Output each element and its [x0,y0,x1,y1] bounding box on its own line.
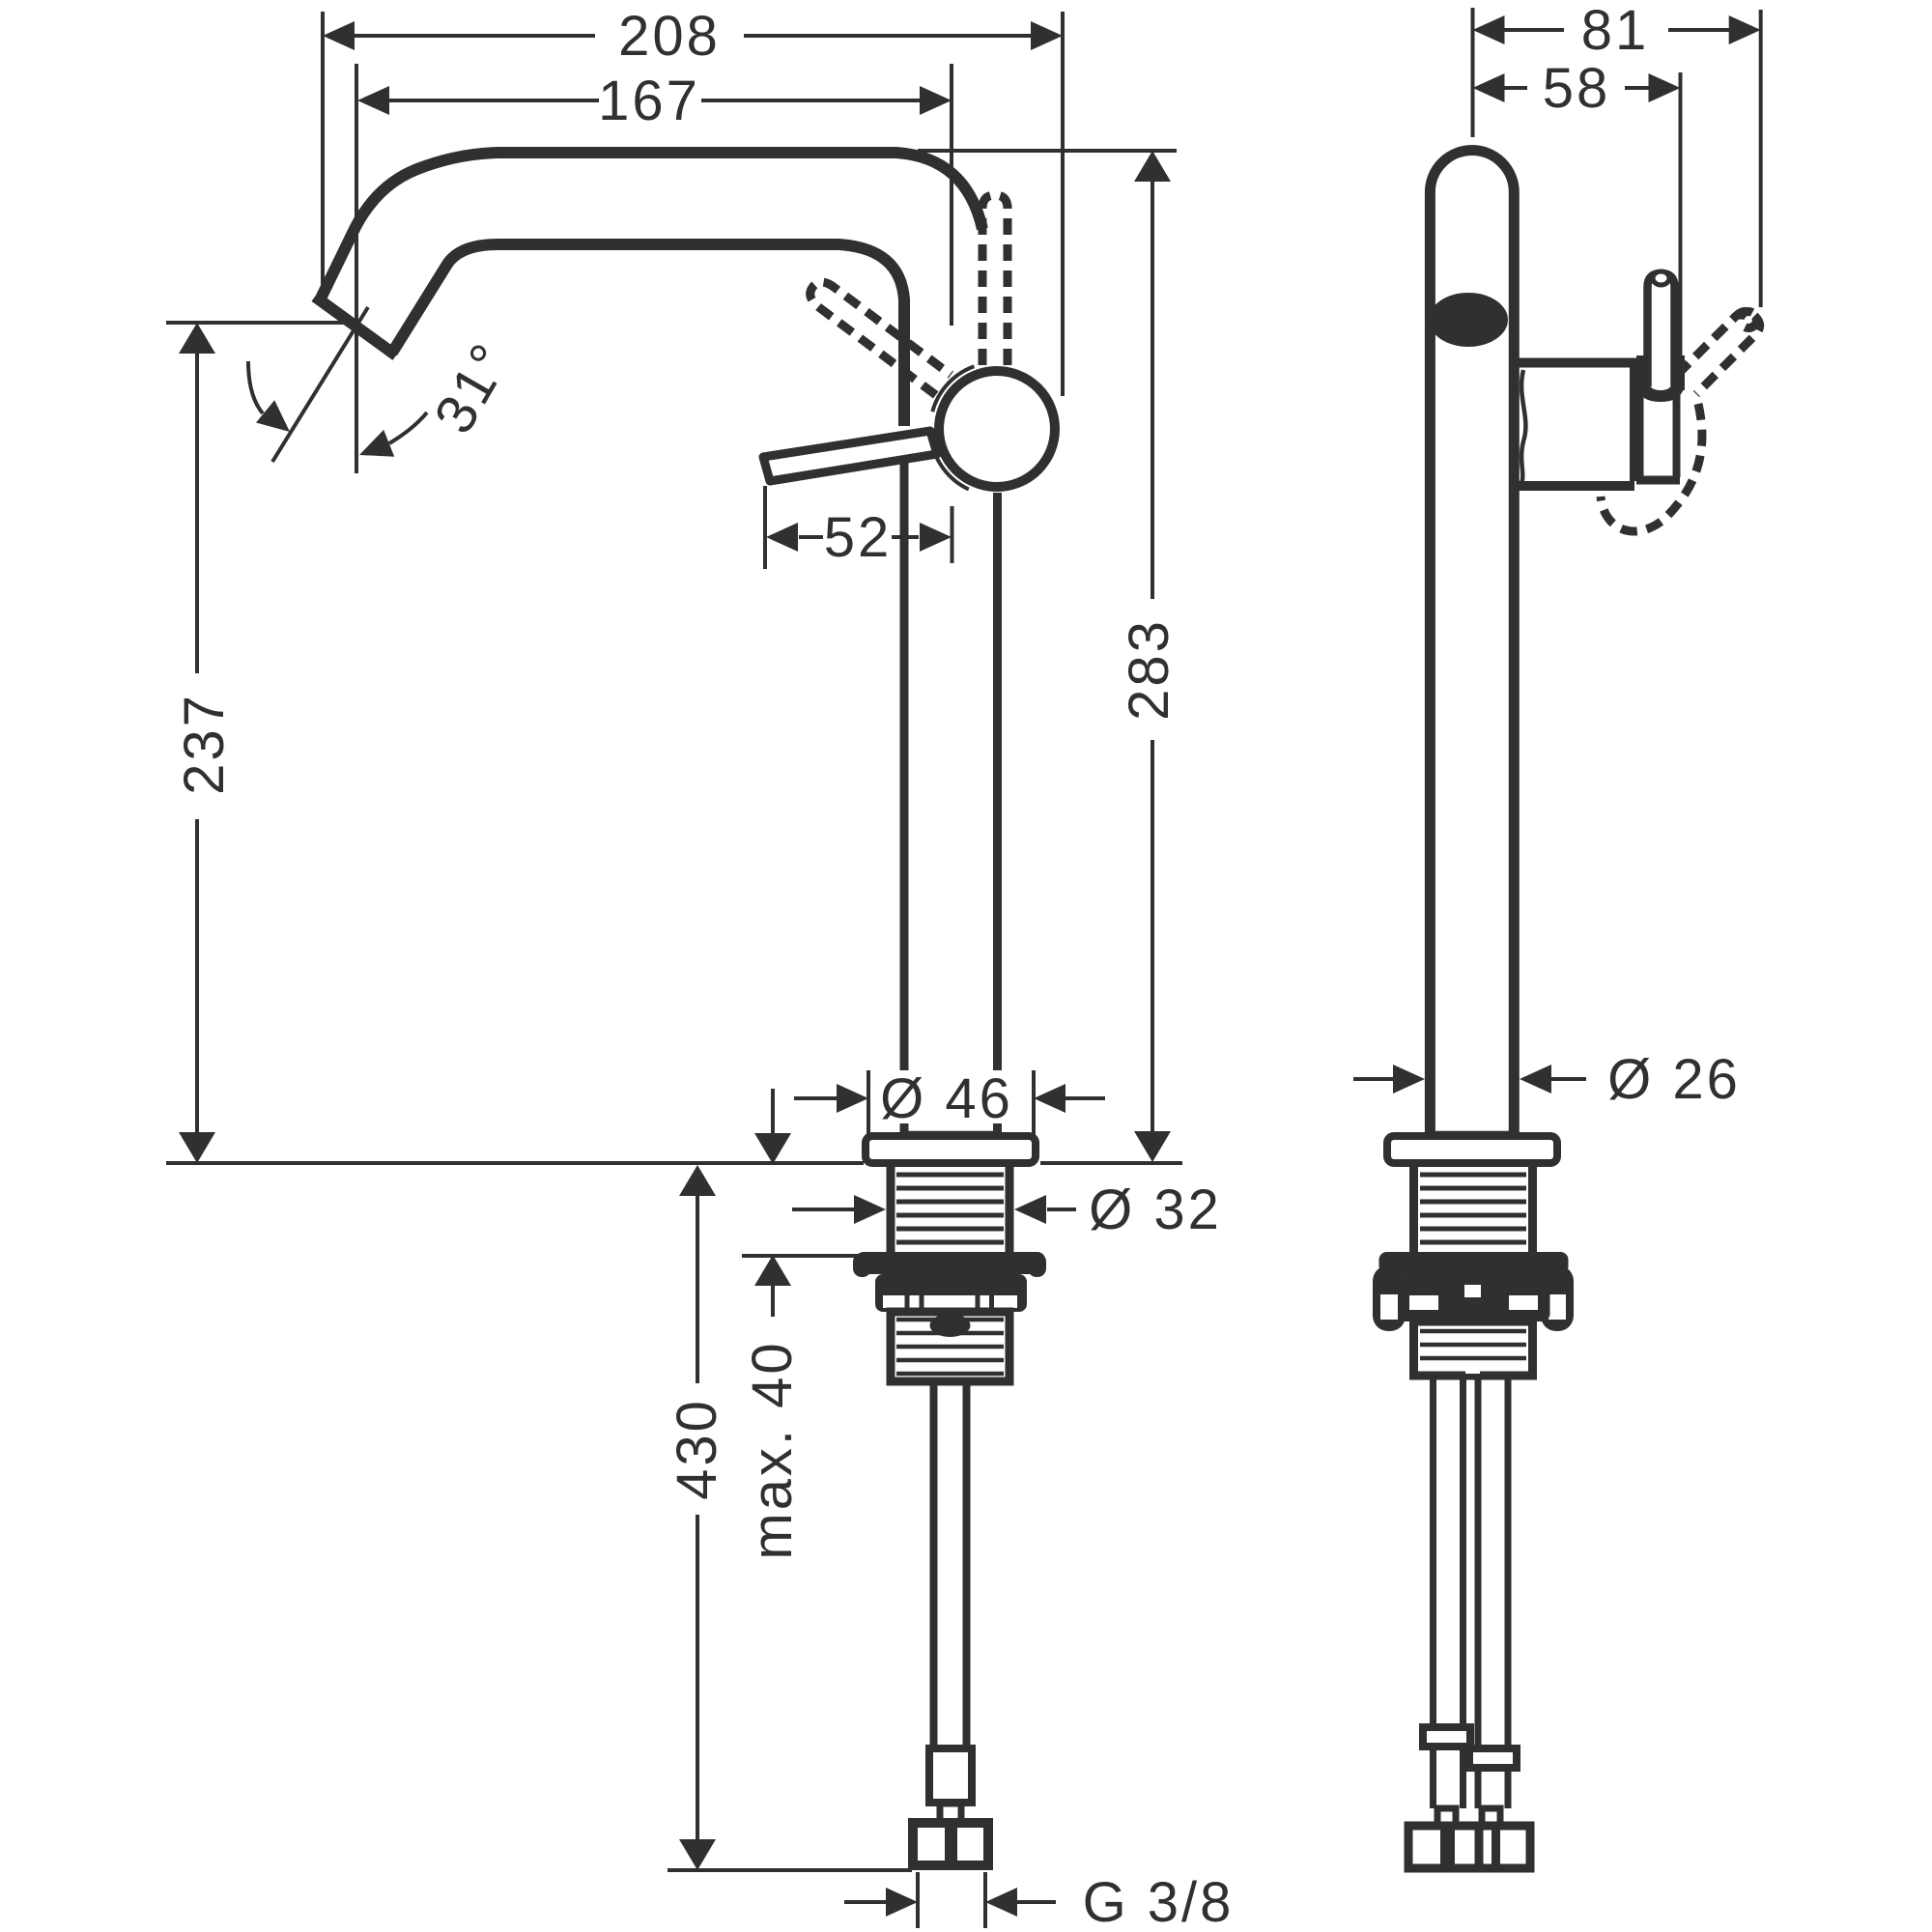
svg-text:81: 81 [1581,0,1650,62]
svg-text:G 3/8: G 3/8 [1083,1871,1235,1932]
svg-text:52: 52 [824,506,893,569]
svg-text:430: 430 [666,1398,728,1500]
svg-text:max. 40: max. 40 [741,1340,804,1559]
svg-text:Ø 26: Ø 26 [1607,1048,1741,1111]
svg-text:283: 283 [1118,618,1180,721]
svg-text:237: 237 [173,693,236,795]
svg-text:58: 58 [1543,57,1611,120]
svg-text:Ø 46: Ø 46 [880,1067,1013,1130]
svg-text:167: 167 [598,70,700,132]
svg-text:Ø 32: Ø 32 [1089,1179,1222,1241]
svg-text:208: 208 [618,5,721,68]
